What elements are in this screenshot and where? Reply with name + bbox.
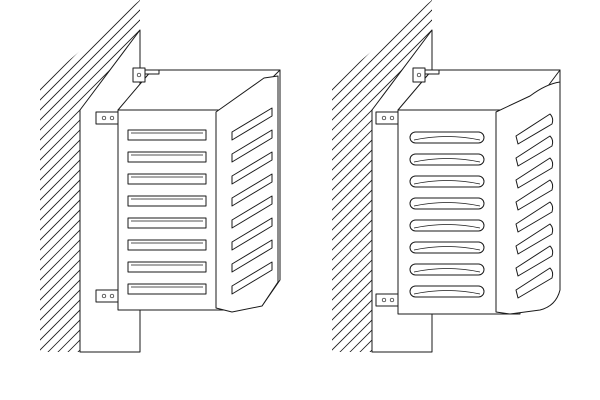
- hatch-line: [40, 0, 140, 352]
- louver-blade: [413, 224, 481, 229]
- hatch-line: [332, 0, 432, 352]
- hatch-line: [332, 0, 432, 352]
- louver-blade: [413, 158, 481, 163]
- side-louver: [231, 173, 273, 207]
- hatch-line: [332, 0, 432, 352]
- hatch-line: [40, 0, 140, 352]
- mounting-bracket-top: [412, 67, 440, 83]
- hatch-line: [40, 0, 140, 352]
- hatch-line: [332, 0, 432, 352]
- hatch-line: [332, 0, 432, 352]
- louver-blade: [413, 268, 481, 273]
- hatch-line: [332, 0, 432, 352]
- front-louvers: [127, 129, 207, 295]
- louver-blade: [413, 246, 481, 251]
- mounting-bracket-top: [132, 67, 160, 83]
- louver-blade: [413, 180, 481, 185]
- enclosure-curved-louvers: [332, 0, 561, 353]
- hatch-line: [40, 0, 140, 352]
- hatch-line: [40, 0, 61, 352]
- louver-blade: [413, 202, 481, 207]
- louver-slot: [409, 285, 485, 298]
- side-louver: [515, 267, 554, 299]
- louver-slot: [127, 239, 207, 251]
- side-louver: [231, 151, 273, 185]
- side-louver: [231, 261, 273, 295]
- louver-slot: [127, 173, 207, 185]
- louver-slot: [409, 241, 485, 254]
- louver-slot: [409, 131, 485, 144]
- louver-blade: [413, 136, 481, 141]
- side-louver: [231, 129, 273, 163]
- side-louver: [231, 107, 273, 141]
- louver-slot: [409, 263, 485, 276]
- side-louvers: [515, 113, 554, 299]
- louver-slot: [409, 175, 485, 188]
- side-louver: [515, 223, 554, 255]
- side-louver: [515, 179, 554, 211]
- side-louver: [231, 217, 273, 251]
- side-louver: [515, 157, 554, 189]
- mounting-bracket-left-top: [375, 111, 399, 125]
- louver-slot: [409, 219, 485, 232]
- side-louver: [515, 245, 554, 277]
- louver-slot: [127, 283, 207, 295]
- hatch-line: [332, 0, 432, 352]
- mounting-bracket-left-bottom: [95, 289, 119, 303]
- louver-slot: [127, 195, 207, 207]
- hatch-line: [40, 0, 140, 352]
- side-louver: [515, 113, 554, 145]
- side-louver: [515, 201, 554, 233]
- louver-slot: [127, 217, 207, 229]
- side-louver: [515, 135, 554, 167]
- hatch-line: [40, 0, 140, 352]
- side-louvers: [231, 107, 273, 295]
- louver-slot: [409, 197, 485, 210]
- side-louver: [231, 239, 273, 273]
- louver-blade: [413, 290, 481, 295]
- louver-slot: [127, 261, 207, 273]
- hatch-line: [40, 0, 140, 352]
- louver-slot: [409, 153, 485, 166]
- louver-slot: [127, 129, 207, 141]
- mounting-bracket-left-top: [95, 111, 119, 125]
- louver-slot: [127, 151, 207, 163]
- front-louvers: [409, 131, 485, 298]
- enclosure-flat-louvers: [40, 0, 281, 353]
- side-louver: [231, 195, 273, 229]
- mounting-bracket-left-bottom: [375, 293, 399, 307]
